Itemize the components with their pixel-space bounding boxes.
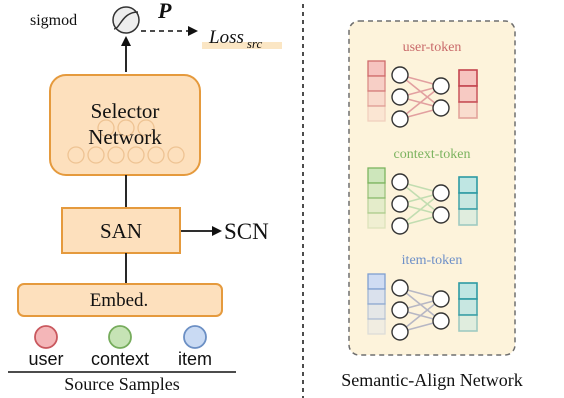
input-circle-user xyxy=(34,325,58,349)
input-circles: user context item xyxy=(28,325,212,369)
san-box xyxy=(61,207,181,254)
input-embedding-cell xyxy=(367,318,386,335)
hidden-node xyxy=(432,77,450,95)
token-group-title: user-token xyxy=(403,40,462,55)
output-embedding-cell xyxy=(458,192,478,210)
token-group-title: item-token xyxy=(402,253,463,268)
input-node xyxy=(391,88,409,106)
token-group-3: item-token xyxy=(367,253,478,341)
token-group-1: user-token xyxy=(367,40,478,128)
embed-label: Embed. xyxy=(90,290,149,311)
semantic-align-caption: Semantic-Align Network xyxy=(341,370,522,390)
output-embedding-cell xyxy=(458,176,478,194)
token-edge xyxy=(399,192,442,227)
input-label-user: user xyxy=(28,349,63,369)
hidden-node xyxy=(432,206,450,224)
loss-highlight xyxy=(202,42,282,49)
output-embedding-cell xyxy=(458,282,478,300)
hidden-node xyxy=(432,99,450,117)
input-embedding-cell xyxy=(367,60,386,77)
input-embedding-cell xyxy=(367,90,386,107)
hidden-node xyxy=(432,184,450,202)
output-embedding-cell xyxy=(458,69,478,87)
input-node xyxy=(391,279,409,297)
input-embedding-cell xyxy=(367,75,386,92)
output-embedding-cell xyxy=(458,314,478,332)
hidden-node xyxy=(432,290,450,308)
input-embedding-cell xyxy=(367,288,386,305)
input-label-item: item xyxy=(178,349,212,369)
input-embedding-cell xyxy=(367,105,386,122)
output-embedding-cell xyxy=(458,298,478,316)
embed-box xyxy=(17,283,223,317)
hidden-node xyxy=(432,312,450,330)
scn-label: SCN xyxy=(224,219,269,244)
input-embedding-cell xyxy=(367,303,386,320)
semantic-align-panel: user-token context-token item-token Semant… xyxy=(341,20,523,390)
output-embedding-cell xyxy=(458,208,478,226)
token-group-title: context-token xyxy=(394,147,471,162)
input-node xyxy=(391,195,409,213)
input-label-context: context xyxy=(91,349,149,369)
p-label: P xyxy=(157,0,172,23)
input-embedding-cell xyxy=(367,182,386,199)
semantic-align-background xyxy=(348,20,516,356)
token-edge xyxy=(399,85,442,120)
input-node xyxy=(391,66,409,84)
source-samples-caption: Source Samples xyxy=(64,374,179,394)
input-node xyxy=(391,217,409,235)
selector-network-label-line2: Network xyxy=(88,125,162,149)
sigmoid-icon xyxy=(112,6,140,34)
input-circle-context xyxy=(108,325,132,349)
output-embedding-cell xyxy=(458,85,478,103)
input-embedding-cell xyxy=(367,273,386,290)
input-node xyxy=(391,110,409,128)
input-node xyxy=(391,301,409,319)
input-node xyxy=(391,173,409,191)
input-circle-item xyxy=(183,325,207,349)
input-embedding-cell xyxy=(367,212,386,229)
token-edge xyxy=(399,298,442,333)
output-embedding-cell xyxy=(458,101,478,119)
token-groups: user-token context-token item-token xyxy=(367,40,478,341)
san-label: SAN xyxy=(100,219,142,243)
input-embedding-cell xyxy=(367,167,386,184)
selector-network-label-line1: Selector xyxy=(91,99,160,123)
selector-network-watermark xyxy=(67,119,185,164)
input-node xyxy=(391,323,409,341)
sigmoid-label: sigmod xyxy=(30,12,77,29)
token-group-2: context-token xyxy=(367,147,478,235)
input-embedding-cell xyxy=(367,197,386,214)
